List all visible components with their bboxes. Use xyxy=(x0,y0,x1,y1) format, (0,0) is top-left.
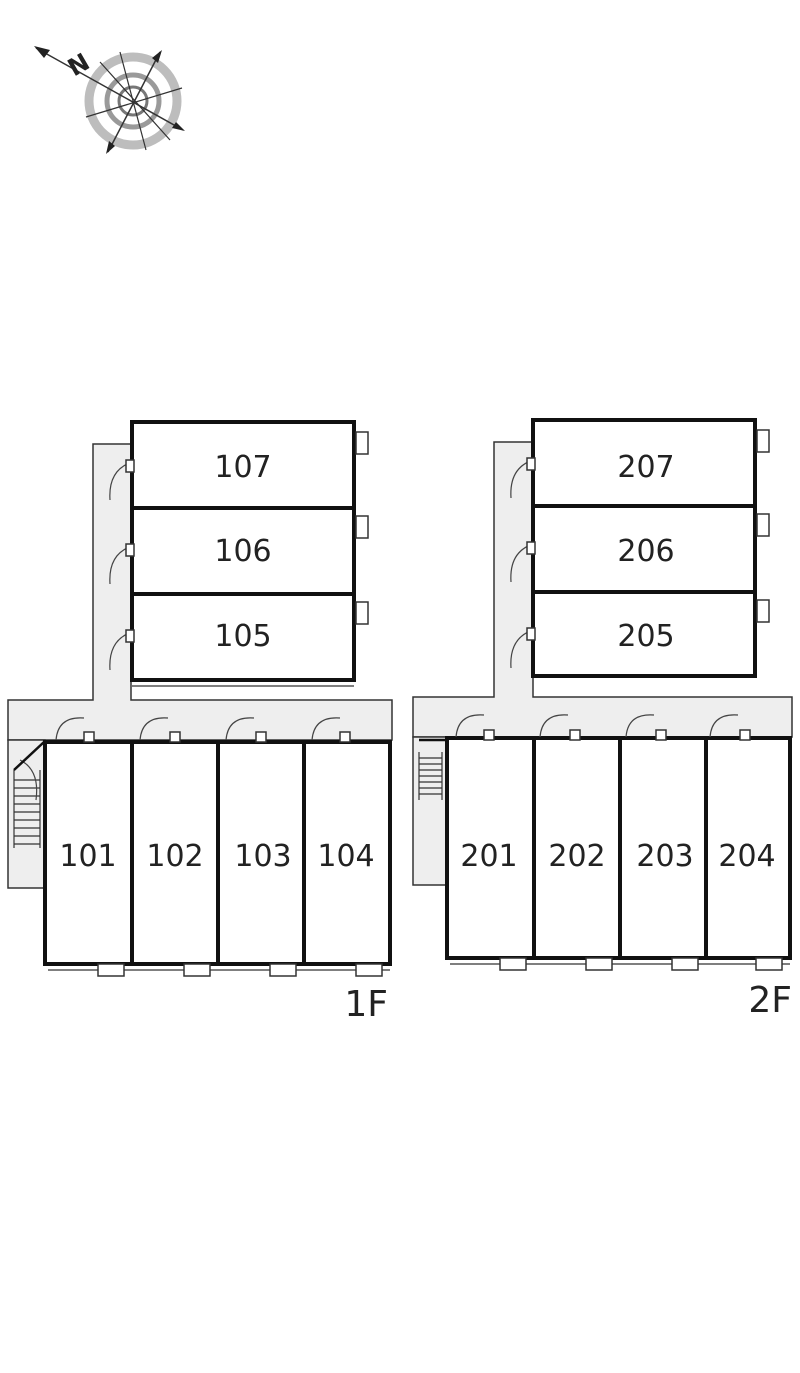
room-label-202: 202 xyxy=(548,839,605,874)
room-label-106: 106 xyxy=(214,534,271,569)
compass-north-label: N xyxy=(63,48,94,82)
room-104 xyxy=(302,740,392,966)
room-202 xyxy=(532,736,622,960)
floor-plan-2f: 207 206 205 201 202 203 204 2F xyxy=(412,418,793,1021)
room-label-203: 203 xyxy=(636,839,693,874)
room-label-102: 102 xyxy=(146,839,203,874)
room-205 xyxy=(531,590,757,678)
room-label-205: 205 xyxy=(617,619,674,654)
room-101 xyxy=(43,740,134,966)
room-label-105: 105 xyxy=(214,619,271,654)
room-207 xyxy=(531,418,757,508)
room-label-207: 207 xyxy=(617,450,674,485)
room-label-104: 104 xyxy=(317,839,374,874)
room-106 xyxy=(130,506,356,596)
room-label-103: 103 xyxy=(234,839,291,874)
room-label-101: 101 xyxy=(59,839,116,874)
room-105 xyxy=(130,592,356,682)
floor-plan-1f: 107 106 105 101 102 103 104 1F xyxy=(7,420,393,1025)
room-label-201: 201 xyxy=(460,839,517,874)
room-label-107: 107 xyxy=(214,450,271,485)
compass-rose-icon: N xyxy=(34,46,185,154)
room-label-204: 204 xyxy=(718,839,775,874)
floor-label-1f: 1F xyxy=(344,984,388,1025)
room-102 xyxy=(130,740,220,966)
room-label-206: 206 xyxy=(617,534,674,569)
room-103 xyxy=(216,740,306,966)
stairs-2f xyxy=(418,738,446,800)
stairs-1f xyxy=(13,741,45,848)
floor-label-2f: 2F xyxy=(748,980,792,1021)
